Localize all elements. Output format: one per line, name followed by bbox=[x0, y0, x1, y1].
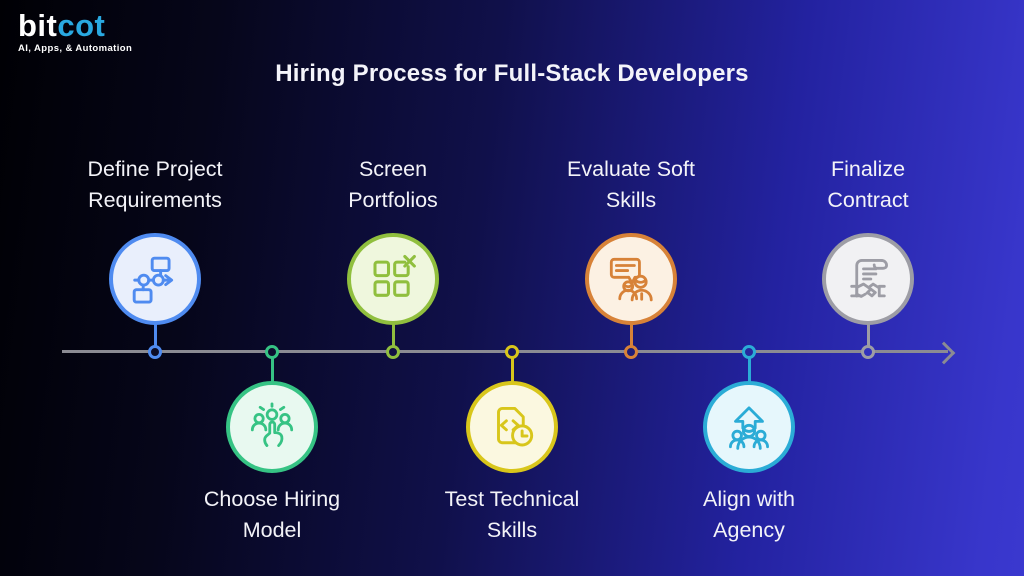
step-label-line1: Test Technical bbox=[444, 487, 580, 511]
flowchart-icon bbox=[128, 252, 182, 306]
code-clock-icon bbox=[485, 400, 539, 454]
step-node-evaluate-soft-skills bbox=[624, 344, 638, 359]
logo-wordmark: bitcot bbox=[18, 10, 132, 41]
step-node-choose-hiring-model bbox=[265, 344, 279, 359]
step-circle-choose-hiring-model bbox=[226, 381, 318, 473]
chat-people-icon bbox=[604, 252, 658, 306]
step-circle-screen-portfolios bbox=[347, 233, 439, 325]
step-label-line2: Contract bbox=[827, 188, 909, 212]
step-circle-test-technical-skills bbox=[466, 381, 558, 473]
page-title: Hiring Process for Full-Stack Developers bbox=[275, 60, 749, 87]
step-stem-screen-portfolios bbox=[391, 318, 395, 348]
step-stem-evaluate-soft-skills bbox=[629, 318, 633, 348]
step-label-line1: Choose Hiring bbox=[203, 487, 341, 511]
step-label-line1: Screen bbox=[358, 157, 428, 181]
step-stem-define-project-requirements bbox=[153, 318, 157, 348]
team-up-arrow-icon bbox=[722, 400, 776, 454]
step-label-line1: Define Project bbox=[87, 157, 223, 181]
step-stem-choose-hiring-model bbox=[270, 355, 274, 385]
step-label-line2: Agency bbox=[713, 518, 785, 542]
step-label-line2: Skills bbox=[486, 518, 538, 542]
step-label-line2: Model bbox=[242, 518, 302, 542]
team-select-icon bbox=[245, 400, 299, 454]
logo: bitcot AI, Apps, & Automation bbox=[18, 10, 132, 54]
step-node-align-with-agency bbox=[742, 344, 756, 359]
step-label-line1: Align with bbox=[702, 487, 795, 511]
logo-tagline: AI, Apps, & Automation bbox=[18, 43, 133, 54]
step-node-screen-portfolios bbox=[386, 344, 400, 359]
step-stem-align-with-agency bbox=[747, 355, 751, 385]
step-label-line1: Evaluate Soft bbox=[567, 157, 695, 181]
step-label-line2: Skills bbox=[605, 188, 657, 212]
timeline-arrow-icon bbox=[932, 341, 956, 365]
portfolio-grid-icon bbox=[366, 252, 420, 306]
step-node-define-project-requirements bbox=[148, 344, 162, 359]
step-circle-align-with-agency bbox=[703, 381, 795, 473]
step-stem-finalize-contract bbox=[866, 318, 870, 348]
step-label-line2: Requirements bbox=[88, 188, 222, 212]
step-circle-define-project-requirements bbox=[109, 233, 201, 325]
logo-text-blue: cot bbox=[57, 8, 106, 43]
step-label-line2: Portfolios bbox=[348, 188, 438, 212]
step-node-test-technical-skills bbox=[505, 344, 519, 359]
logo-text-white: bit bbox=[18, 8, 58, 43]
step-label-line1: Finalize bbox=[830, 157, 906, 181]
step-circle-evaluate-soft-skills bbox=[585, 233, 677, 325]
contract-handshake-icon bbox=[841, 252, 895, 306]
step-node-finalize-contract bbox=[861, 344, 875, 359]
step-circle-finalize-contract bbox=[822, 233, 914, 325]
step-stem-test-technical-skills bbox=[510, 355, 514, 385]
